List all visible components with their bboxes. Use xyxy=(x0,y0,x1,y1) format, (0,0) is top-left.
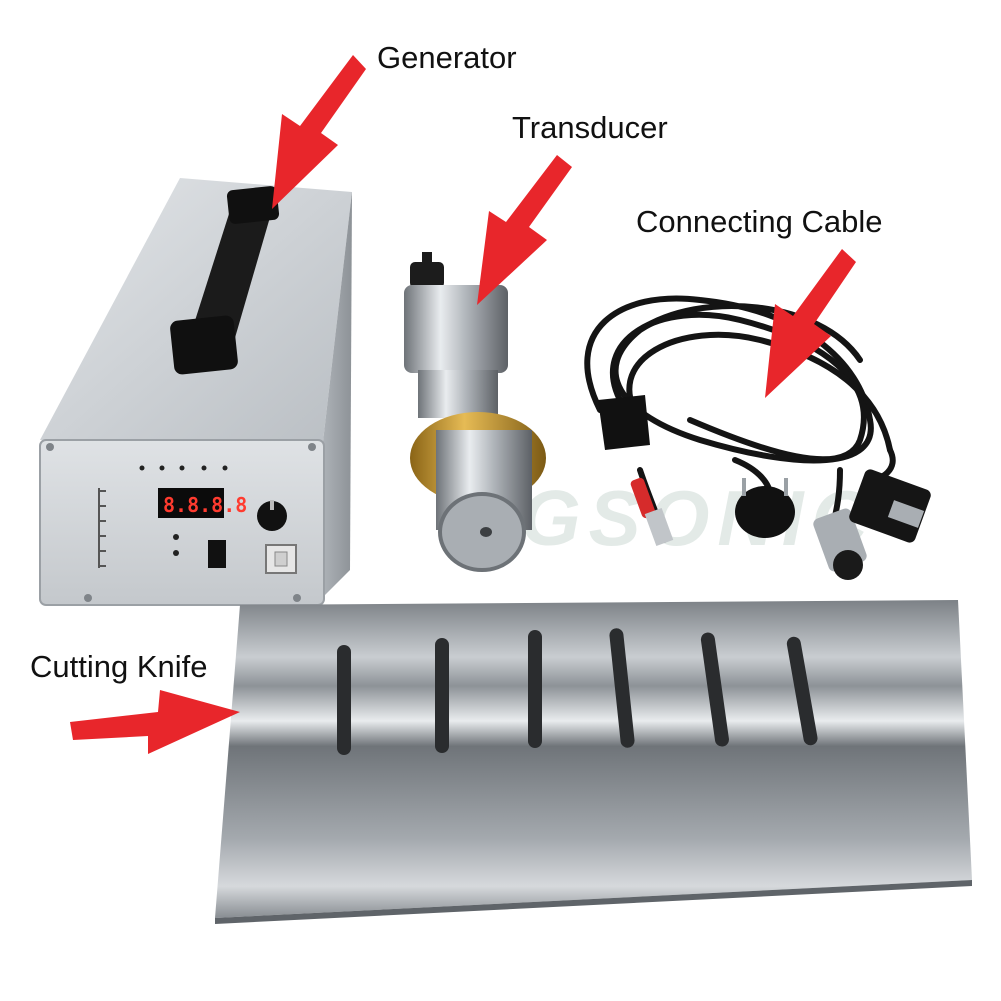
generator-side xyxy=(322,192,352,598)
power-plug xyxy=(735,478,795,538)
generator-label: Generator xyxy=(377,40,517,75)
rf-cable-connector xyxy=(630,477,674,547)
power-scale xyxy=(98,488,106,568)
connecting-cable-label: Connecting Cable xyxy=(636,204,883,239)
callout-arrows xyxy=(70,55,856,754)
display-readout: 8.8.8.8 xyxy=(163,493,247,517)
amplitude-knob xyxy=(257,500,287,531)
transducer xyxy=(404,252,546,572)
db9-connector xyxy=(849,469,931,543)
screw xyxy=(308,443,316,451)
generator-unit: 8.8.8.8 xyxy=(39,178,352,606)
power-switch xyxy=(208,540,226,568)
transducer-neck xyxy=(418,370,498,418)
transducer-label: Transducer xyxy=(512,110,668,145)
power-plug-socket xyxy=(598,395,650,450)
blade-slots xyxy=(337,628,818,755)
cutting-knife-label: Cutting Knife xyxy=(30,649,208,684)
screw xyxy=(84,594,92,602)
arrow-generator-icon xyxy=(272,55,366,209)
digital-display xyxy=(158,488,224,518)
status-led xyxy=(173,534,179,540)
generator-front-panel xyxy=(39,439,325,606)
aviation-plug xyxy=(813,508,867,580)
watermark: GSONIC xyxy=(520,474,876,562)
status-led xyxy=(173,550,179,556)
knife-blade xyxy=(215,600,972,918)
arrow-knife-icon xyxy=(70,690,240,754)
knife-edge xyxy=(215,880,972,924)
carry-handle xyxy=(170,186,280,375)
cutting-knife xyxy=(215,600,972,924)
arrow-transducer-icon xyxy=(477,155,572,305)
transducer-housing xyxy=(404,285,508,373)
generator-top xyxy=(40,178,352,450)
transducer-connector xyxy=(410,262,444,288)
screw xyxy=(293,594,301,602)
indicator-leds xyxy=(139,465,228,471)
arrow-cable-icon xyxy=(765,249,856,398)
screw xyxy=(46,443,54,451)
